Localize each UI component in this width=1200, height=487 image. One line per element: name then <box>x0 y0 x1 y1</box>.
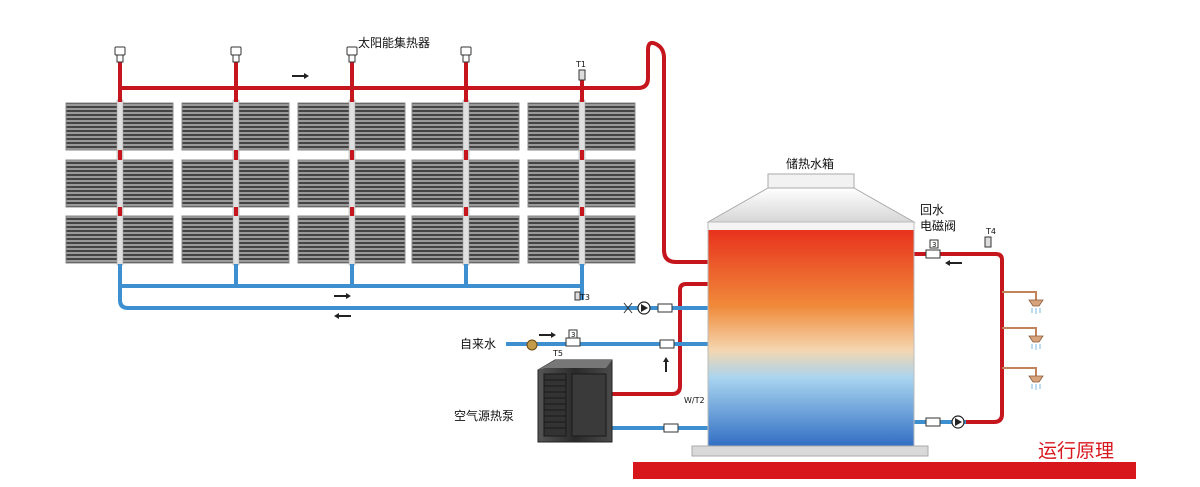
return-valve-label-1: 回水 <box>920 203 944 217</box>
storage-tank <box>691 173 929 457</box>
return-valve-label-2: 电磁阀 <box>920 218 956 233</box>
sensor-wt2-label: W/T2 <box>684 396 705 405</box>
collector-label: 太阳能集热器 <box>358 35 430 50</box>
sensor-t3-label: T3 <box>579 293 590 302</box>
thermometer-sensor-icon <box>574 69 992 301</box>
shower-head-icon <box>1028 299 1044 383</box>
heat-pump-label: 空气源热泵 <box>454 408 514 423</box>
tap-valve-mark: 3 <box>571 331 575 339</box>
pump-icon <box>637 301 965 429</box>
sensor-t5-label: T5 <box>552 349 563 358</box>
shower-branches <box>1002 291 1037 376</box>
flow-arrow-icon <box>292 73 962 372</box>
bottom-banner-bar <box>633 462 1136 479</box>
tank-label: 储热水箱 <box>786 156 834 171</box>
solar-collector-array <box>65 99 636 266</box>
hot-water-pipes <box>118 40 1004 424</box>
heat-pump-unit <box>537 359 613 443</box>
sensor-t1-label: T1 <box>575 60 586 69</box>
air-vent-icon <box>114 46 472 63</box>
banner-title: 运行原理 <box>1038 440 1115 462</box>
tap-water-label: 自来水 <box>460 337 496 351</box>
sensor-t4-label: T4 <box>985 227 996 236</box>
heat-pump-fan-icon <box>543 373 567 437</box>
valve-icon <box>526 239 941 433</box>
return-valve-mark: 3 <box>932 241 936 249</box>
